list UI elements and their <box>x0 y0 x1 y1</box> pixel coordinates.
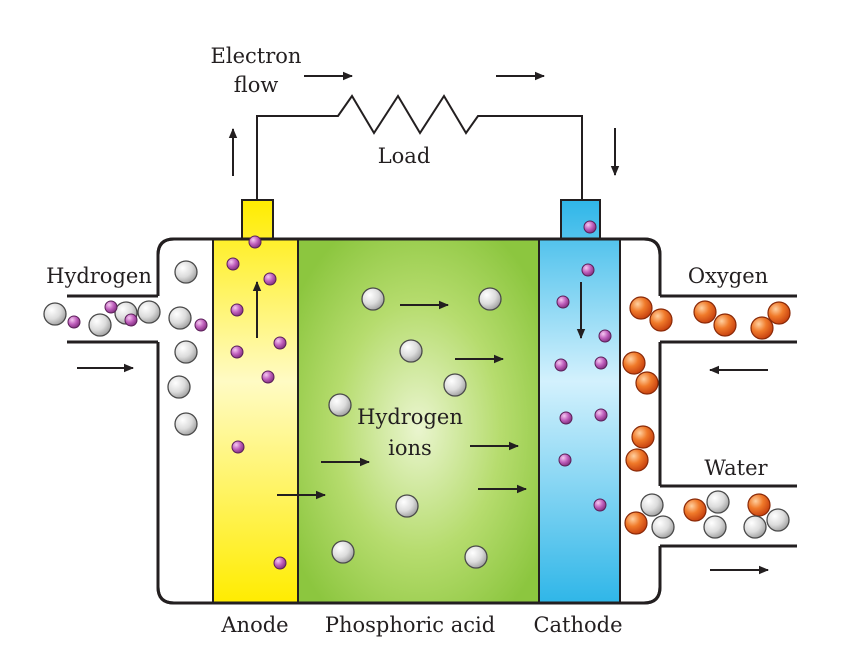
oxygen-atoms <box>622 296 791 535</box>
external-circuit-wire <box>256 94 583 200</box>
electron-flow-label: Electron <box>211 44 302 68</box>
hydrogen-ions <box>328 287 502 569</box>
electrolyte-label: Phosphoric acid <box>325 613 495 637</box>
electron-flow-label-line2: flow <box>234 73 279 97</box>
hydrogen-molecules <box>43 260 198 436</box>
anode-layer <box>212 199 299 604</box>
hydrogen-ions-label-line2: ions <box>388 436 432 460</box>
purple-particles <box>67 220 612 570</box>
flow-arrows <box>77 71 769 575</box>
water-hydrogen-atoms <box>640 490 790 539</box>
hydrogen-inlet-label: Hydrogen <box>46 264 152 288</box>
hydrogen-ions-label: Hydrogen <box>357 405 463 429</box>
cathode-label: Cathode <box>533 613 622 637</box>
cell-frame <box>156 237 662 605</box>
cathode-layer <box>538 199 621 604</box>
anode-label: Anode <box>220 613 288 637</box>
water-outlet-label: Water <box>704 456 768 480</box>
oxygen-inlet-label: Oxygen <box>688 264 768 288</box>
load-label: Load <box>378 144 431 168</box>
